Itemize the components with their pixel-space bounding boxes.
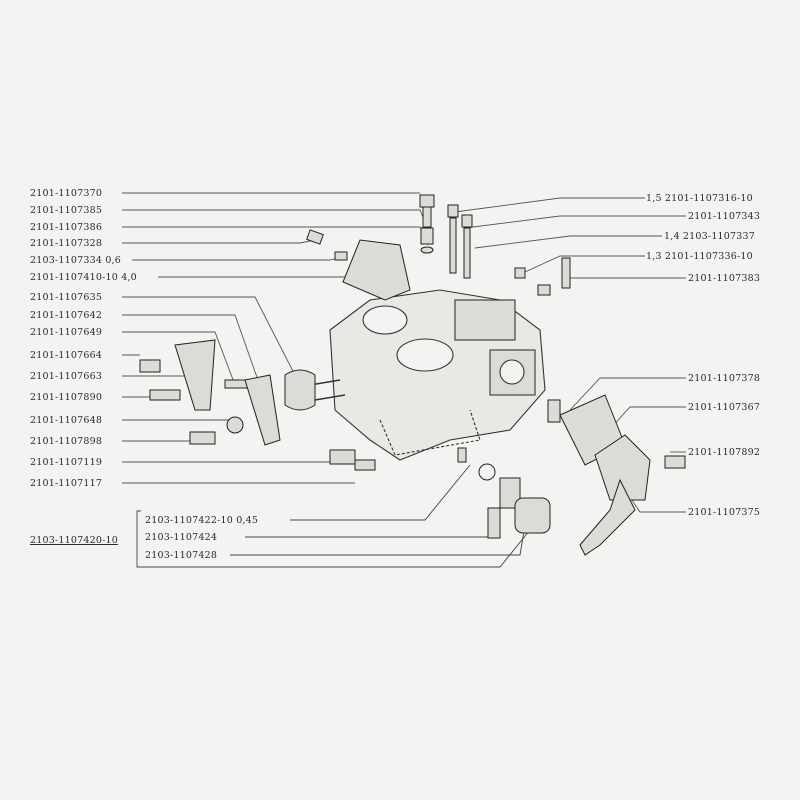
- part-label: 2101-1107898: [30, 436, 103, 447]
- assembly-item: 2103-1107428: [145, 550, 218, 561]
- part-label: 1,5 2101-1107316-10: [646, 193, 753, 204]
- part-label: 2101-1107892: [688, 447, 761, 458]
- part-label: 2101-1107410-10 4,0: [30, 272, 137, 283]
- part-label: 2101-1107890: [30, 392, 103, 403]
- part-label: 2101-1107663: [30, 371, 103, 382]
- part-label: 2101-1107385: [30, 205, 103, 216]
- part-label: 1,4 2103-1107337: [664, 231, 756, 242]
- part-label: 2101-1107367: [688, 402, 761, 413]
- part-label: 2101-1107386: [30, 222, 103, 233]
- part-label: 2101-1107370: [30, 188, 103, 199]
- assembly-item: 2103-1107422-10 0,45: [145, 515, 259, 526]
- carburetor-body: [309, 289, 546, 461]
- part-label: 2101-1107378: [688, 373, 761, 384]
- part-label: 2101-1107649: [30, 327, 103, 338]
- small-parts: [139, 194, 686, 556]
- part-label: 2101-1107383: [688, 273, 761, 284]
- part-label: 2101-1107664: [30, 350, 103, 361]
- part-label: 2101-1107117: [30, 478, 103, 489]
- assembly-item: 2103-1107424: [145, 532, 218, 543]
- part-label: 2101-1107343: [688, 211, 761, 222]
- assembly-label: 2103-1107420-10: [30, 535, 118, 546]
- spring: [284, 369, 316, 411]
- part-label: 2101-1107642: [30, 310, 103, 321]
- part-label: 2103-1107334 0,6: [30, 255, 122, 266]
- part-label: 2101-1107375: [688, 507, 761, 518]
- part-label: 2101-1107328: [30, 238, 103, 249]
- part-label: 2101-1107648: [30, 415, 103, 426]
- part-label: 2101-1107635: [30, 292, 103, 303]
- part-label: 1,3 2101-1107336-10: [646, 251, 753, 262]
- part-label: 2101-1107119: [30, 457, 103, 468]
